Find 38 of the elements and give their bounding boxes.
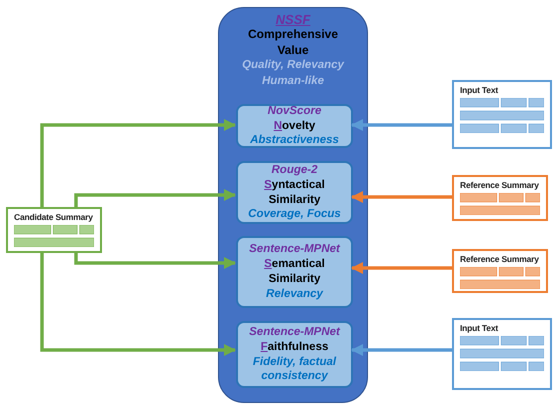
metric-box: [236, 104, 353, 148]
arrow: [74, 253, 236, 269]
document-title: Input Text: [460, 85, 500, 95]
metric-aspect: Relevancy: [265, 286, 324, 302]
framework-subtitle: Quality, Relevancy Human-like: [241, 58, 346, 89]
arrow: [351, 191, 452, 203]
metric-aspect: Coverage, Focus: [247, 207, 342, 222]
framework-title: NSSF: [276, 12, 310, 27]
metric-aspect: Fidelity, factual consistency: [252, 354, 338, 384]
document-title: Reference Summary: [460, 254, 540, 264]
arrow: [351, 262, 452, 274]
framework-panel: [218, 7, 368, 403]
arrow: [40, 253, 236, 356]
document-box: [452, 249, 548, 293]
metric-dimension: Syntactical Similarity: [263, 178, 326, 208]
document-title: Reference Summary: [460, 180, 540, 190]
arrow: [74, 189, 236, 207]
metric-box: [236, 321, 353, 388]
framework-heading: Comprehensive Value: [246, 27, 340, 58]
metric-box: [236, 161, 353, 224]
metric-name: Sentence-MPNet: [249, 324, 340, 340]
document-title: Candidate Summary: [14, 212, 94, 222]
metric-box: [236, 236, 353, 308]
metric-dimension: Semantical Similarity: [263, 257, 326, 287]
arrow: [40, 119, 236, 207]
arrow: [351, 119, 452, 131]
document-box: [452, 80, 552, 149]
metric-name: NovScore: [268, 104, 322, 119]
metric-name: Rouge-2: [272, 162, 318, 178]
document-box: [6, 207, 102, 253]
metric-aspect: Abstractiveness: [249, 133, 340, 148]
document-title: Input Text: [460, 323, 500, 333]
arrow: [351, 344, 452, 356]
document-box: [452, 175, 548, 221]
metric-name: Sentence-MPNet: [249, 242, 340, 258]
metric-dimension: Faithfulness: [260, 340, 330, 354]
document-box: [452, 318, 552, 390]
metric-dimension: Novelty: [272, 118, 316, 134]
